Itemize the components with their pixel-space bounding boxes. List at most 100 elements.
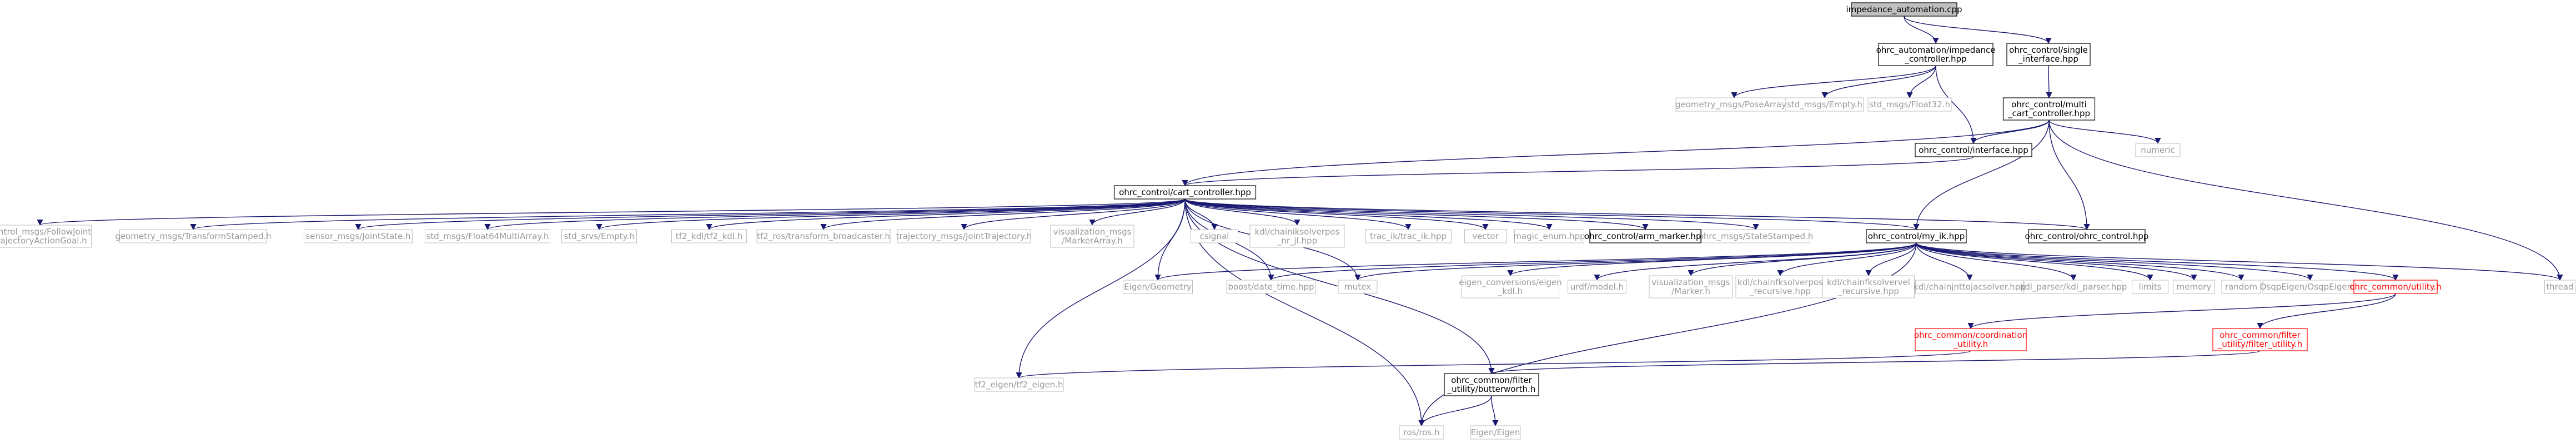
edge-ohrc-control-my-ik-to-kdl-chainfksolverpos — [1777, 242, 1917, 277]
edge-ohrc-control-multi-to-ohrc-control-interface — [1970, 120, 2050, 145]
edge-ohrc-control-cart-controller-to-ohrc-control-ohrc-control — [1184, 198, 2090, 231]
node-random: random — [2221, 280, 2261, 294]
edge-ohrc-control-single-to-ohrc-control-multi — [2046, 65, 2052, 99]
node-label-ohrc-control-interface-1: ohrc_control/interface.hpp — [1919, 145, 2028, 156]
edge-ohrc-control-cart-controller-to-sensor-msgs-jointstate — [355, 198, 1186, 231]
edge-ohrc-control-my-ik-to-ros-ros — [1418, 242, 1917, 427]
node-label-urdf-model-1: urdf/model.h — [1570, 282, 1624, 292]
node-box-sensor-msgs-jointstate — [304, 229, 413, 243]
node-label-impedance-automation-1: impedance_automation.cpp — [1846, 4, 1962, 15]
node-label-kdl-chainiksolverpos-1: kdl/chainiksolverpos — [1255, 227, 1340, 237]
edge-ohrc-control-multi-to-thread — [2048, 120, 2563, 281]
node-impedance-automation[interactable]: impedance_automation.cpp — [1846, 2, 1962, 17]
edge-ohrc-control-cart-controller-to-eigen-geometry — [1154, 198, 1186, 281]
edge-ohrc-control-cart-controller-to-control-msgs — [37, 198, 1186, 226]
edge-ohrc-common-butterworth-to-ros-ros — [1418, 395, 1492, 427]
node-numeric: numeric — [2135, 143, 2181, 157]
node-label-eigen-geometry-1: Eigen/Geometry — [1124, 282, 1192, 292]
node-memory: memory — [2173, 280, 2215, 294]
node-box-numeric — [2135, 143, 2181, 157]
node-box-vector — [1464, 229, 1507, 243]
edge-ohrc-control-cart-controller-to-tf2-eigen — [1016, 198, 1186, 379]
node-ohrc-common-filter-utility[interactable]: ohrc_common/filter_utility/filter_utilit… — [2212, 328, 2308, 351]
node-label-random-1: random — [2225, 282, 2257, 292]
node-csignal: csignal — [1191, 229, 1238, 243]
node-eigen-geometry: Eigen/Geometry — [1123, 280, 1193, 294]
node-box-memory — [2173, 280, 2215, 294]
node-label-ohrc-common-filter-utility-2: _utility/filter_utility.h — [2217, 339, 2302, 350]
edge-ohrc-control-my-ik-to-thread — [1916, 242, 2563, 281]
node-eigen-conversions: eigen_conversions/eigen_kdl.h — [1459, 275, 1562, 298]
node-box-ohrc-control-multi — [2002, 97, 2096, 121]
edge-ohrc-automation-impedance-to-ohrc-control-interface — [1935, 65, 1977, 145]
node-label-trac-ik-1: trac_ik/trac_ik.hpp — [1370, 231, 1447, 242]
node-label-kdl-parser-1: kdl_parser/kdl_parser.hpp — [2020, 282, 2127, 292]
node-box-ohrc-common-coordination — [1915, 328, 2027, 351]
node-std-msgs-float64multiarray: std_msgs/Float64MultiArray.h — [425, 229, 550, 243]
node-box-ohrc-control-interface — [1915, 143, 2032, 157]
node-label-ohrc-common-filter-utility-1: ohrc_common/filter — [2220, 330, 2301, 341]
node-label-memory-1: memory — [2177, 282, 2212, 292]
node-box-ohrc-control-single — [2006, 43, 2091, 66]
edge-ohrc-control-cart-controller-to-trajectory-msgs — [961, 198, 1186, 231]
node-thread: thread — [2544, 280, 2575, 294]
node-label-vector-1: vector — [1472, 231, 1499, 241]
edge-ohrc-control-cart-controller-to-geometry-msgs-transformstamped — [190, 198, 1186, 231]
edge-ohrc-automation-impedance-to-std-msgs-empty — [1821, 65, 1936, 99]
edge-ohrc-control-my-ik-to-limits — [1916, 242, 2153, 281]
node-control-msgs: control_msgs/FollowJointTrajectoryAction… — [0, 225, 92, 248]
node-ohrc-msgs-statestamped: ohrc_msgs/StateStamped.h — [1699, 229, 1814, 243]
node-limits: limits — [2132, 280, 2168, 294]
node-label-std-msgs-float32-1: std_msgs/Float32.h — [1869, 99, 1950, 110]
node-box-urdf-model — [1568, 280, 1626, 294]
node-ohrc-common-coordination[interactable]: ohrc_common/coordination_utility.h — [1914, 328, 2027, 351]
node-box-control-msgs — [0, 225, 92, 248]
node-box-csignal — [1191, 229, 1238, 243]
node-label-thread-1: thread — [2546, 282, 2573, 292]
node-sensor-msgs-jointstate: sensor_msgs/JointState.h — [304, 229, 413, 243]
node-ohrc-control-single[interactable]: ohrc_control/single_interface.hpp — [2006, 43, 2091, 66]
node-std-srvs-empty: std_srvs/Empty.h — [561, 229, 637, 243]
node-label-sensor-msgs-jointstate-1: sensor_msgs/JointState.h — [305, 231, 410, 242]
node-label-visualization-msgs-markerarray-1: visualization_msgs — [1053, 227, 1132, 237]
node-ohrc-control-arm-marker[interactable]: ohrc_control/arm_marker.hpp — [1584, 229, 1706, 243]
node-box-impedance-automation — [1851, 2, 1957, 17]
node-box-std-msgs-empty — [1785, 97, 1864, 112]
edge-impedance-automation-to-ohrc-control-single — [1904, 16, 2052, 44]
node-label-ohrc-control-my-ik-1: ohrc_control/my_ik.hpp — [1868, 231, 1965, 242]
node-label-ohrc-msgs-statestamped-1: ohrc_msgs/StateStamped.h — [1699, 231, 1814, 242]
node-box-ohrc-control-cart-controller — [1113, 185, 1257, 200]
node-ohrc-control-multi[interactable]: ohrc_control/multi_cart_controller.hpp — [2002, 97, 2096, 121]
edge-ohrc-control-cart-controller-to-tf2-kdl — [706, 198, 1186, 231]
edge-layer — [37, 16, 2563, 427]
node-visualization-msgs-markerarray: visualization_msgs/MarkerArray.h — [1050, 225, 1134, 248]
node-label-ohrc-control-single-2: _interface.hpp — [2018, 54, 2078, 64]
edge-ohrc-control-cart-controller-to-ohrc-control-my-ik — [1184, 198, 1920, 231]
node-ohrc-common-utility[interactable]: ohrc_common/utility.h — [2349, 280, 2442, 294]
edge-ohrc-control-cart-controller-to-ohrc-msgs-statestamped — [1184, 198, 1759, 231]
node-ohrc-control-interface[interactable]: ohrc_control/interface.hpp — [1915, 143, 2032, 157]
node-eigen-eigen: Eigen/Eigen — [1470, 425, 1521, 440]
node-ohrc-control-ohrc-control[interactable]: ohrc_control/ohrc_control.hpp — [2025, 229, 2149, 243]
node-label-kdl-chainfksolvervel-1: kdl/chainfksolvervel — [1827, 277, 1910, 287]
node-tf2-eigen: tf2_eigen/tf2_eigen.h — [974, 377, 1064, 392]
node-magic-enum: magic_enum.hpp — [1513, 229, 1585, 243]
node-label-kdl-chainfksolverpos-1: kdl/chainfksolverpos — [1738, 277, 1823, 287]
node-box-ohrc-common-utility — [2353, 280, 2438, 294]
node-ohrc-common-butterworth[interactable]: ohrc_common/filter_utility/butterworth.h — [1444, 373, 1539, 396]
edge-ohrc-common-utility-to-ohrc-common-filter-utility — [2257, 293, 2396, 330]
node-ohrc-automation-impedance[interactable]: ohrc_automation/impedance_controller.hpp — [1876, 43, 1996, 66]
node-label-kdl-chainiksolverpos-2: _nr_jl.hpp — [1277, 236, 1317, 246]
node-ohrc-control-my-ik[interactable]: ohrc_control/my_ik.hpp — [1866, 229, 1967, 243]
edge-ohrc-control-my-ik-to-osqpeigen — [1916, 242, 2313, 281]
edge-ohrc-automation-impedance-to-geometry-msgs-posearray — [1731, 65, 1936, 99]
node-ohrc-control-cart-controller[interactable]: ohrc_control/cart_controller.hpp — [1113, 185, 1257, 200]
node-kdl-chainiksolverpos: kdl/chainiksolverpos_nr_jl.hpp — [1249, 225, 1345, 248]
node-mutex: mutex — [1338, 280, 1378, 294]
edge-ohrc-control-cart-controller-to-tf2-ros-transform-broadcaster — [820, 198, 1186, 231]
node-box-geometry-msgs-posearray — [1675, 97, 1793, 112]
edge-ohrc-control-my-ik-to-kdl-chainjnttojacsolver — [1916, 242, 1973, 281]
